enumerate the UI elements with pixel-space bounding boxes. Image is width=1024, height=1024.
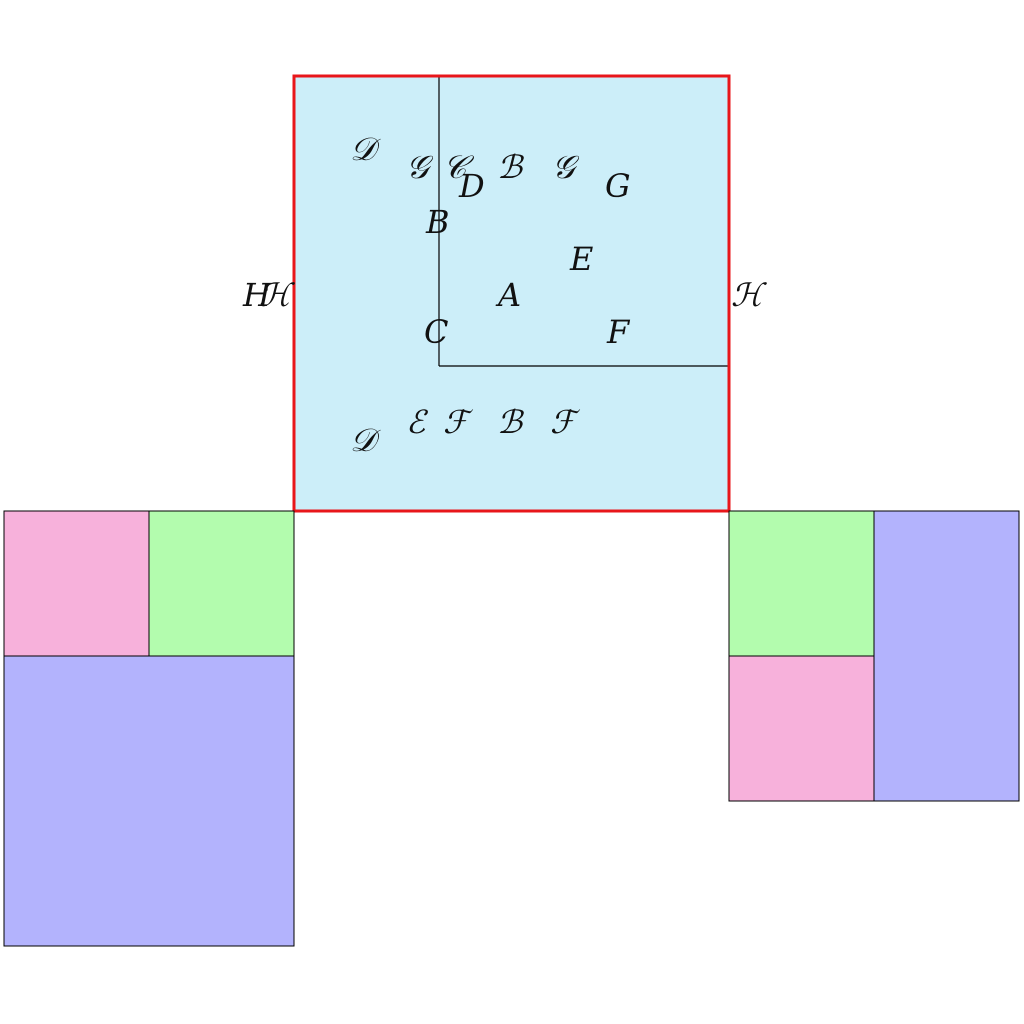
label-c: C	[424, 313, 448, 351]
right-green-square	[728, 510, 875, 657]
main-region	[292, 74, 731, 513]
left-composite	[3, 510, 295, 947]
label-cal-h-right: ℋ	[731, 276, 767, 314]
label-cal-b-bottom: ℬ	[497, 403, 525, 441]
left-blue-square	[3, 655, 295, 947]
label-a: A	[495, 276, 521, 314]
main-square-border	[292, 74, 731, 513]
right-composite	[728, 510, 1020, 802]
right-blue-rectangle	[873, 510, 1020, 802]
label-h-left: H	[242, 276, 272, 314]
label-f: F	[606, 313, 631, 351]
label-d: D	[458, 167, 485, 205]
label-g: G	[605, 167, 631, 205]
main-square	[294, 76, 729, 511]
left-pink-square	[3, 510, 150, 657]
label-b: B	[425, 203, 450, 241]
labels: 𝒟 𝒢 𝒞 D ℬ 𝒢 G B E A C F 𝒟 ℰ ℱ ℬ ℱ H ℋ ℋ	[242, 130, 767, 459]
label-cal-b-top: ℬ	[497, 148, 525, 186]
label-cal-e: ℰ	[406, 403, 429, 441]
right-pink-square	[728, 655, 875, 802]
left-green-square	[148, 510, 295, 657]
label-e: E	[569, 240, 593, 278]
label-cal-h-left: ℋ	[259, 276, 295, 314]
